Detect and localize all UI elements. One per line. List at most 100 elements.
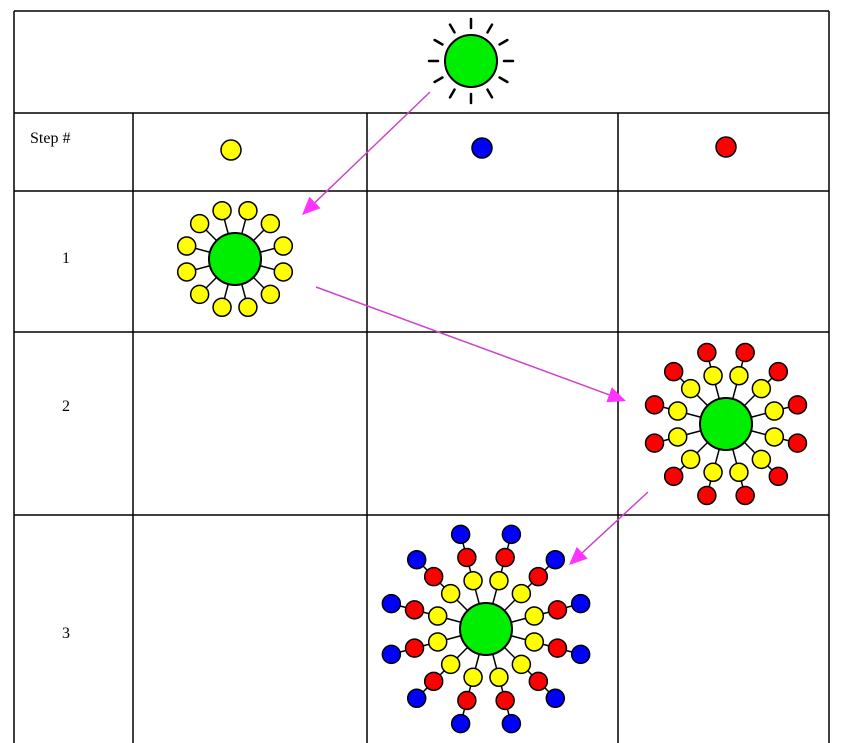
yellow-dot [273,262,294,282]
red-dot [787,433,808,453]
arrow-step-1-to-step-2 [315,286,626,403]
blue-dot [501,713,522,734]
sun-ray [433,76,444,84]
yellow-dot [176,236,197,256]
red-dot [697,342,717,363]
row-label-2: 2 [62,398,70,415]
cluster-step-1 [176,200,294,318]
sun-ray [486,23,494,34]
spoke-line [416,646,469,699]
yellow-dot [703,365,723,386]
red-dot [663,361,684,382]
yellow-dot [427,632,448,652]
blue-dot [450,524,471,545]
yellow-dot [489,570,509,591]
yellow-dot [440,654,461,675]
sun-ray [433,38,444,46]
spoke-line [391,635,462,656]
red-dot [457,690,477,711]
yellow-dot [273,236,294,256]
spoke-line [503,646,556,699]
cluster-step-2 [644,342,808,506]
blue-dot [406,688,427,709]
blue-dot [545,549,566,570]
arrow-head [569,546,588,565]
yellow-dot [489,667,509,688]
blue-dot [570,644,591,665]
red-dot [528,671,549,692]
sun-ray [486,88,494,99]
red-dot [404,638,425,658]
red-dot [663,466,684,487]
yellow-dot [176,262,197,282]
spoke-line [459,534,480,605]
yellow-dot [764,427,785,447]
sun-ray [498,76,509,84]
green-core [699,397,753,451]
arrow-step-2-to-step-3 [569,491,649,565]
red-dot [768,361,789,382]
red-dot [423,566,444,587]
step-header-label: Step # [30,130,71,147]
yellow-dot [189,213,210,234]
yellow-dot [524,606,545,626]
spoke-line [503,559,556,612]
table-grid [13,10,830,743]
spoke-line [510,635,581,656]
yellow-dot [238,200,258,221]
yellow-dot [260,213,281,234]
arrow-head [606,387,626,403]
spoke-line [492,534,513,605]
red-dot [495,690,515,711]
yellow-dot [703,462,723,483]
yellow-dot [511,654,532,675]
spoke-line [510,602,581,623]
red-dot [735,342,755,363]
arrow-initial-to-step-1 [302,91,431,215]
blue-dot [450,713,471,734]
blue-dot [501,524,522,545]
blue-dot [381,644,402,665]
red-dot [495,547,515,568]
sun-ray [448,88,456,99]
yellow-marker [220,139,242,161]
blue-dot [406,549,427,570]
yellow-dot [680,449,701,470]
arrow-shaft [581,491,649,554]
red-dot [528,566,549,587]
cluster-step-3 [381,524,591,734]
yellow-dot [751,378,772,399]
yellow-dot [729,462,749,483]
red-dot [404,600,425,620]
yellow-dot [764,401,785,421]
sun-ray [448,23,456,34]
spoke-line [459,653,480,724]
red-dot [768,466,789,487]
yellow-dot [667,401,688,421]
spoke-line [492,653,513,724]
yellow-dot [440,583,461,604]
blue-marker [471,137,493,159]
blue-dot [570,593,591,614]
red-dot [547,600,568,620]
arrow-shaft [315,286,610,396]
arrow-head [302,196,321,215]
yellow-dot [524,632,545,652]
red-dot [735,485,755,506]
blue-dot [381,593,402,614]
yellow-dot [427,606,448,626]
yellow-dot [212,200,232,221]
red-dot [423,671,444,692]
arrow-shaft [314,91,431,204]
red-dot [547,638,568,658]
yellow-dot [463,667,483,688]
row-label-3: 3 [62,625,70,642]
green-core [459,602,513,656]
blue-dot [545,688,566,709]
yellow-dot [189,284,210,305]
spoke-line [416,559,469,612]
yellow-dot [680,378,701,399]
yellow-dot [729,365,749,386]
yellow-dot [667,427,688,447]
sun-ray [498,38,509,46]
